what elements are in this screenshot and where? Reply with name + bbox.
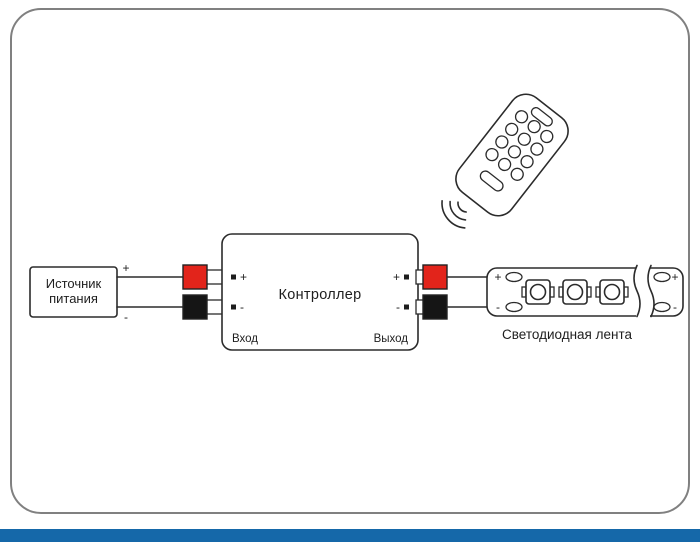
led-chip-lens [529, 283, 547, 301]
wire-input-minus-label: - [124, 310, 128, 324]
led-chip [521, 279, 555, 305]
controller-input-minus-label: - [240, 300, 244, 314]
led-strip-left-plus-label: + [494, 270, 501, 284]
input-connector-black [182, 294, 208, 320]
remote-button [497, 157, 512, 172]
remote-control [455, 93, 569, 217]
footer-blue-bar [0, 529, 700, 542]
led-chip-body [599, 279, 625, 305]
controller-input-label: Вход [232, 333, 258, 345]
led-chip-lens [566, 283, 584, 301]
led-strip-left-pad-plus [505, 271, 523, 283]
diagram-border [10, 8, 690, 514]
controller-output-label: Выход [374, 333, 409, 345]
remote-button [540, 129, 554, 144]
led-chip-lens [603, 283, 621, 301]
led-strip-cut-wave-left [633, 264, 641, 318]
controller-input-pad-plus [231, 274, 236, 280]
remote-bottom-button [479, 170, 504, 192]
led-strip-left-pad-minus [505, 301, 523, 313]
remote-button [485, 147, 499, 162]
controller-output-pad-minus [404, 304, 409, 310]
remote-button [510, 167, 524, 181]
led-strip-right-pad-plus [653, 271, 671, 283]
led-strip-right-minus-label: - [673, 300, 677, 314]
led-strip-right-pad-minus [653, 301, 671, 313]
led-strip-right-plus-label: + [671, 270, 678, 284]
controller-input-pad-minus [231, 304, 236, 310]
remote-top-button [530, 107, 553, 127]
power-source-label-line2: питания [49, 291, 98, 306]
controller-output-plus-label: + [393, 270, 400, 284]
signal-wave-small [457, 201, 467, 213]
led-chip [558, 279, 592, 305]
controller-output-pad-plus [404, 274, 409, 280]
controller-output-minus-label: - [396, 300, 400, 314]
led-chip-body [562, 279, 588, 305]
wire-input-plus-label: + [122, 261, 129, 275]
led-strip-left-minus-label: - [496, 300, 500, 314]
remote-button [505, 122, 519, 137]
controller: Контроллер + - + - Вход Выход [221, 233, 419, 351]
led-strip-cut-wave-right [647, 264, 655, 318]
output-connectors [415, 264, 448, 320]
input-connector-red [182, 264, 208, 290]
remote-button [495, 135, 509, 149]
signal-wave-medium [449, 200, 467, 221]
remote-button [527, 119, 541, 134]
remote-button [520, 155, 534, 169]
remote-button [514, 110, 529, 124]
wireless-signal-icon [441, 200, 467, 229]
led-strip: + - + - Светодио [486, 264, 684, 342]
power-source-label-line1: Источник [46, 276, 102, 291]
controller-title: Контроллер [278, 287, 361, 303]
controller-input-plus-label: + [240, 270, 247, 284]
led-strip-label: Светодиодная лента [502, 327, 632, 342]
power-source-box [29, 266, 118, 318]
signal-wave-large [441, 200, 466, 229]
led-chip [595, 279, 629, 305]
remote-button [530, 142, 544, 156]
output-connector-black [422, 294, 448, 320]
input-connectors [182, 264, 225, 320]
output-connector-red [422, 264, 448, 290]
led-chip-body [525, 279, 551, 305]
power-source: Источник питания [29, 266, 118, 318]
remote-button [507, 145, 522, 159]
remote-button [517, 132, 531, 146]
controller-box [221, 233, 419, 351]
